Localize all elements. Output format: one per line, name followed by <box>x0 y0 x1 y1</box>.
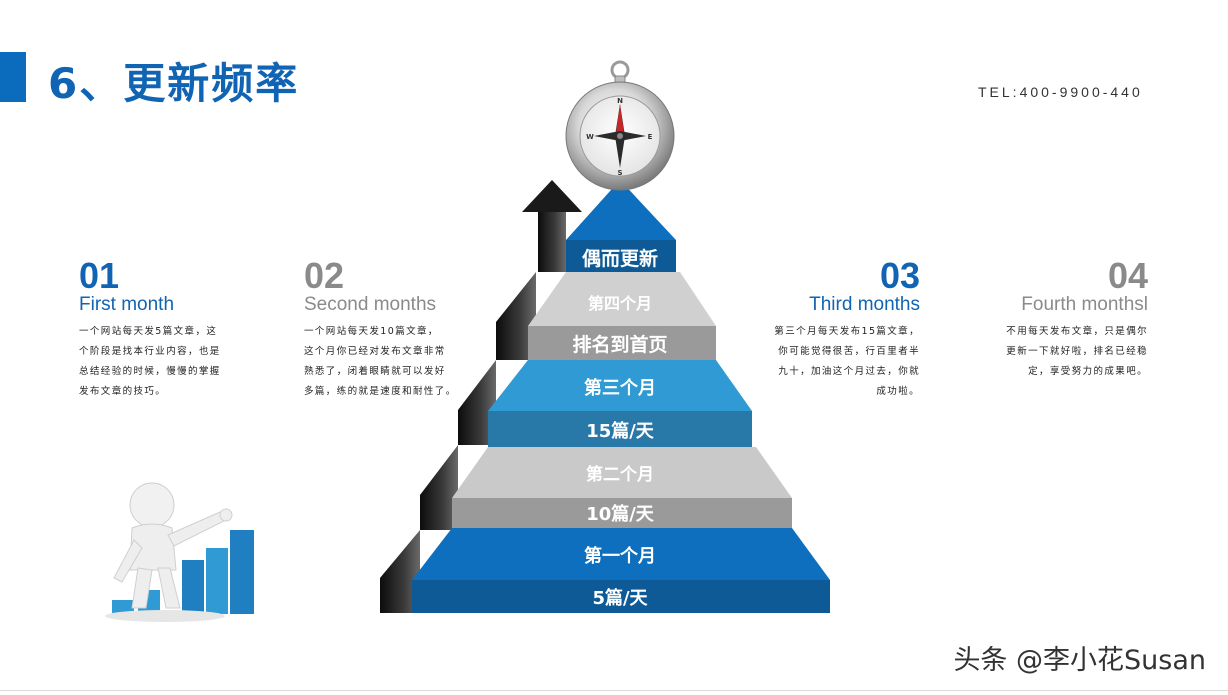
column-number: 03 <box>879 255 920 296</box>
tier1-label: 第一个月 <box>584 545 656 567</box>
column-subtitle: Third months <box>809 294 920 315</box>
phone-number: TEL:400-9900-440 <box>978 84 1143 100</box>
column-first-month: 01 First month 一个网站每天发5篇文章，这 个阶段是找本行业内容，… <box>79 258 269 402</box>
column-number: 02 <box>304 255 345 296</box>
column-description: 一个网站每天发5篇文章，这 个阶段是找本行业内容，也是 总结经验的时候，慢慢的掌… <box>79 326 221 397</box>
column-subtitle: Fourth monthsl <box>1021 294 1148 315</box>
compass-icon: N S E W <box>565 60 675 191</box>
column-fourth-month: 04 Fourth monthsl 不用每天发布文章，只是偶尔 更新一下就好啦，… <box>956 258 1148 382</box>
column-second-month: 02 Second months 一个网站每天发10篇文章， 这个月你已经对发布… <box>304 258 494 402</box>
tier3-label: 第三个月 <box>584 377 656 399</box>
svg-text:W: W <box>586 133 594 141</box>
column-description: 不用每天发布文章，只是偶尔 更新一下就好啦，排名已经稳 定，享受努力的成果吧。 <box>1006 326 1148 377</box>
column-description: 第三个月每天发布15篇文章， 你可能觉得很苦，行百里者半 九十，加油这个月过去，… <box>774 326 920 397</box>
tier3-band <box>488 411 752 447</box>
watermark: 头条 @李小花Susan <box>953 645 1206 676</box>
tier1-face <box>412 528 830 580</box>
footer-divider <box>0 690 1228 691</box>
page-title: 6、更新频率 <box>48 59 300 108</box>
svg-text:E: E <box>648 133 653 141</box>
tier3-band-label: 15篇/天 <box>586 420 655 442</box>
figure-with-bar-chart-illustration <box>105 482 254 622</box>
column-description: 一个网站每天发10篇文章， 这个月你已经对发布文章非常 熟悉了，闭着眼睛就可以发… <box>304 326 457 397</box>
tier4-face <box>528 272 716 326</box>
column-subtitle: Second months <box>304 294 437 315</box>
stair-arrow <box>380 180 582 613</box>
column-number: 04 <box>1107 255 1148 296</box>
column-number: 01 <box>79 255 120 296</box>
tier2-band <box>452 498 792 528</box>
pyramid-top <box>566 180 676 240</box>
column-third-month: 03 Third months 第三个月每天发布15篇文章， 你可能觉得很苦，行… <box>728 258 920 402</box>
tier2-band-label: 10篇/天 <box>586 503 655 525</box>
svg-text:S: S <box>617 169 622 177</box>
column-subtitle: First month <box>79 294 175 315</box>
tier2-face <box>452 447 792 498</box>
svg-text:N: N <box>617 97 623 105</box>
tier1-band <box>412 580 830 613</box>
tier4-band <box>528 326 716 360</box>
tier4-band-label: 排名到首页 <box>572 333 667 356</box>
tier1-band-label: 5篇/天 <box>592 587 648 609</box>
top-label: 偶而更新 <box>582 247 658 270</box>
tier4-label: 第四个月 <box>588 294 652 313</box>
tier2-label: 第二个月 <box>586 464 654 485</box>
top-band <box>566 240 676 272</box>
title-accent-bar <box>0 52 26 102</box>
tier3-face <box>488 360 752 411</box>
